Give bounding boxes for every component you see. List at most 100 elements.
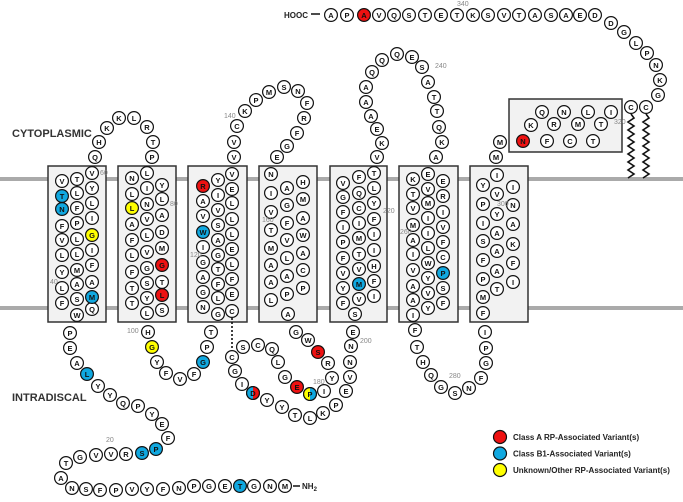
- cytoplasmic-label: CYTOPLASMIC: [12, 128, 92, 140]
- position-label-300: 300: [497, 201, 509, 208]
- residue-T118: T: [211, 262, 226, 277]
- residue-circle: [387, 8, 402, 23]
- residue-circle: [236, 340, 251, 355]
- residue-circle: [506, 198, 521, 213]
- residue-circle: [72, 450, 87, 465]
- residue-L112: L: [211, 291, 226, 306]
- residue-K66: K: [99, 120, 114, 135]
- position-label-40: 40: [50, 279, 58, 286]
- legend-label: Class A RP-Associated Variant(s): [513, 433, 639, 442]
- residue-circle: [370, 150, 385, 165]
- residue-letter: Y: [371, 199, 376, 208]
- residue-circle: [69, 247, 84, 262]
- residue-I263: I: [406, 247, 421, 262]
- residue-G224: G: [336, 190, 351, 205]
- residue-letter: P: [113, 486, 118, 495]
- residue-letter: S: [159, 306, 164, 315]
- residue-E201: E: [346, 325, 361, 340]
- residue-letter: L: [216, 294, 221, 303]
- residue-L77: L: [155, 192, 170, 207]
- residue-letter: L: [269, 296, 274, 305]
- residue-P171: P: [280, 287, 295, 302]
- residue-circle: [311, 345, 326, 360]
- residue-letter: I: [482, 219, 484, 228]
- residue-circle: [84, 166, 99, 181]
- residue-circle: [62, 326, 77, 341]
- residue-letter: L: [230, 199, 235, 208]
- residue-circle: [54, 248, 69, 263]
- residue-circle: [357, 8, 372, 23]
- residue-letter: I: [496, 171, 498, 180]
- residue-circle: [280, 216, 295, 231]
- residue-G174: G: [289, 325, 304, 340]
- residue-circle: [280, 181, 295, 196]
- residue-circle: [155, 417, 170, 432]
- residue-letter: L: [130, 190, 135, 199]
- residue-H211: H: [367, 259, 382, 274]
- residue-A168: A: [280, 269, 295, 284]
- residue-letter: S: [83, 485, 88, 494]
- residue-Y30: Y: [90, 379, 105, 394]
- residue-letter: E: [350, 328, 355, 337]
- residue-circle: [278, 370, 293, 385]
- residue-letter: A: [433, 153, 439, 162]
- residue-circle: [534, 104, 549, 119]
- residue-letter: D: [592, 11, 598, 20]
- residue-N151: N: [264, 167, 279, 182]
- residue-circle: [140, 261, 155, 276]
- residue-A335: A: [527, 8, 542, 23]
- residue-letter: N: [59, 205, 64, 214]
- residue-V304: V: [490, 187, 505, 202]
- residue-S144: S: [277, 79, 292, 94]
- residue-circle: [296, 175, 311, 190]
- residue-circle: [476, 216, 491, 231]
- residue-G182: G: [278, 370, 293, 385]
- residue-T108: T: [204, 325, 219, 340]
- residue-circle: [211, 188, 226, 203]
- residue-circle: [450, 8, 465, 23]
- residue-circle: [365, 64, 380, 79]
- residue-P12: P: [108, 483, 123, 498]
- residue-circle: [218, 479, 233, 494]
- residue-Y43: Y: [54, 265, 69, 280]
- residue-G101: G: [145, 340, 160, 355]
- residue-circle: [436, 174, 451, 189]
- residue-T92: T: [155, 275, 170, 290]
- residue-circle: [84, 243, 99, 258]
- residue-circle: [84, 196, 99, 211]
- residue-circle: [84, 275, 99, 290]
- residue-A233: A: [364, 108, 379, 123]
- residue-I217: I: [367, 227, 382, 242]
- residue-C110: C: [225, 304, 240, 319]
- position-label-280: 280: [449, 373, 461, 380]
- residue-letter: Q: [369, 68, 375, 77]
- residue-T336: T: [511, 8, 526, 23]
- residue-circle: [421, 182, 436, 197]
- residue-circle: [562, 134, 577, 149]
- residue-V19: V: [88, 448, 103, 463]
- residue-P53: P: [69, 216, 84, 231]
- residue-letter: P: [344, 11, 349, 20]
- residue-circle: [628, 35, 643, 50]
- residue-F294: F: [476, 253, 491, 268]
- residue-A260: A: [406, 233, 421, 248]
- legend-label: Unknown/Other RP-Associated Variant(s): [513, 466, 670, 475]
- residue-M143: M: [262, 84, 277, 99]
- residue-circle: [352, 262, 367, 277]
- residue-circle: [639, 45, 654, 60]
- residue-K67: K: [111, 110, 126, 125]
- residue-circle: [506, 237, 521, 252]
- residue-T229: T: [367, 166, 382, 181]
- residue-G280: G: [434, 380, 449, 395]
- residue-letter: M: [268, 244, 274, 253]
- residue-letter: G: [149, 343, 155, 352]
- residue-letter: L: [230, 260, 235, 269]
- residue-circle: [278, 479, 293, 494]
- residue-G149: G: [280, 139, 295, 154]
- residue-E5: E: [218, 479, 233, 494]
- residue-circle: [421, 211, 436, 226]
- residue-letter: I: [610, 108, 612, 117]
- residue-letter: I: [217, 191, 219, 200]
- residue-letter: A: [494, 247, 500, 256]
- residue-S98: S: [155, 303, 170, 318]
